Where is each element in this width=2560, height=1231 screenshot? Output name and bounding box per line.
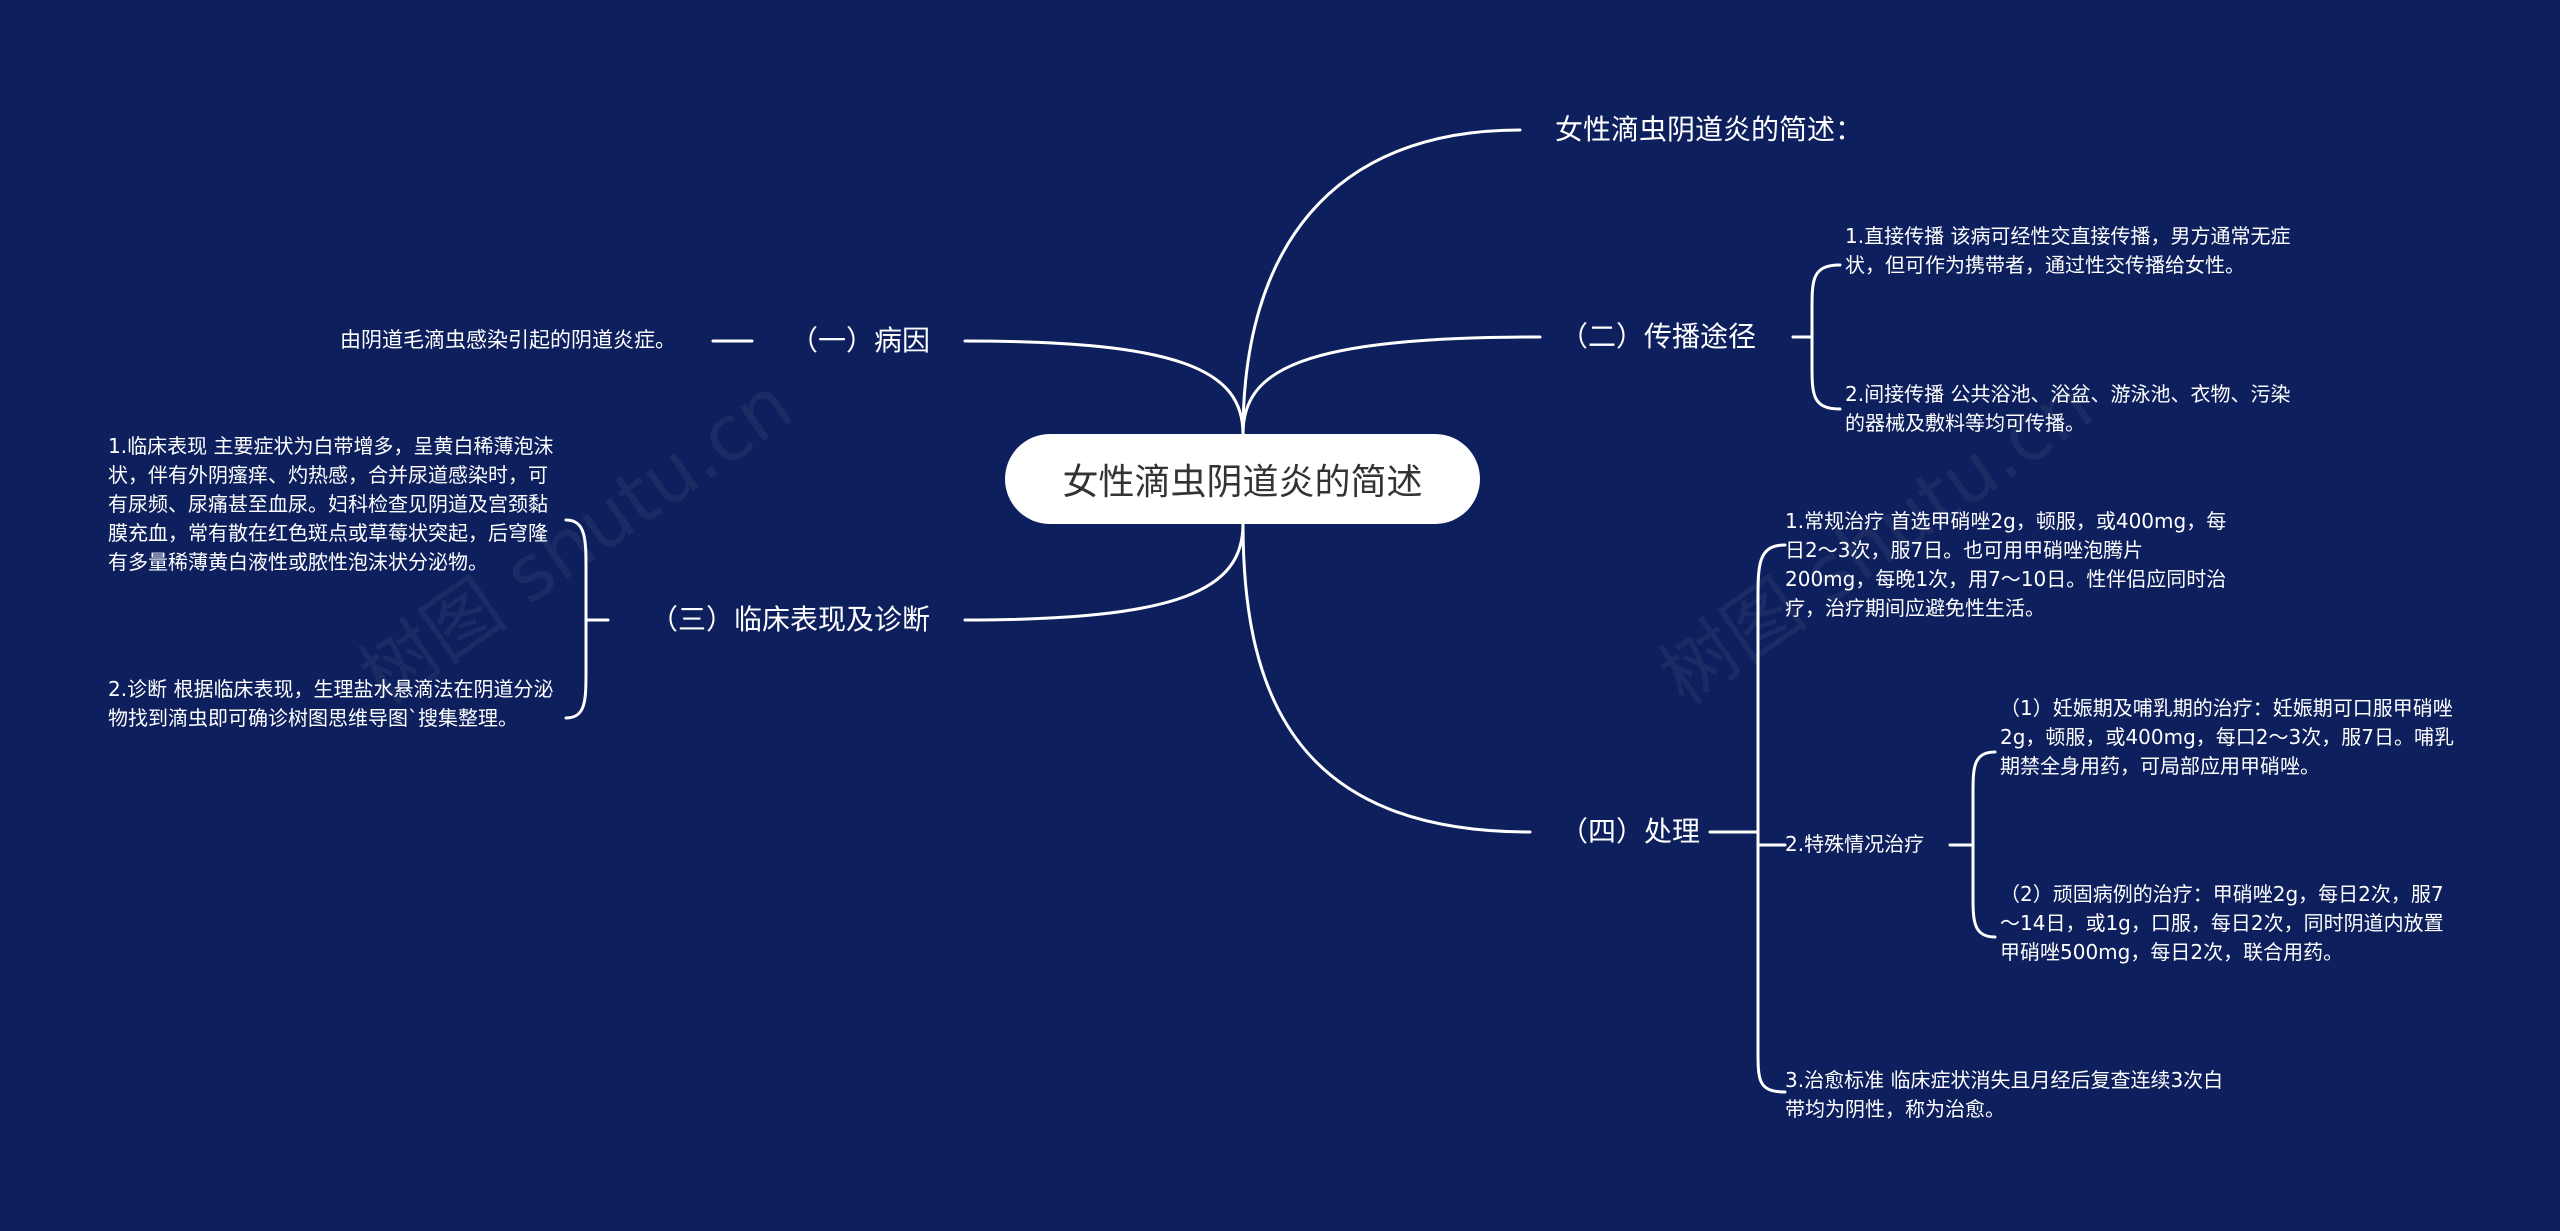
clinical-item-1[interactable]: 1.临床表现 主要症状为白带增多，呈黄白稀薄泡沫状，伴有外阴瘙痒、灼热感，合并尿… — [108, 434, 554, 574]
bracket-treatment — [1756, 543, 1787, 1094]
edge-transmission — [1241, 335, 1542, 436]
edge-treatment — [1241, 522, 1532, 834]
bracket-transmission — [1810, 263, 1842, 411]
transmission-item-1[interactable]: 1.直接传播 该病可经性交直接传播，男方通常无症状，但可作为携带者，通过性交传播… — [1845, 224, 2291, 277]
root-node[interactable]: 女性滴虫阴道炎的简述 — [1005, 434, 1480, 524]
branch-cause[interactable]: （一）病因 — [790, 324, 931, 357]
treatment-special-2[interactable]: （2）顽固病例的治疗：甲硝唑2g，每日2次，服7～14日，或1g，口服，每日2次… — [2000, 882, 2444, 964]
treatment-item-3[interactable]: 3.治愈标准 临床症状消失且月经后复查连续3次白带均为阴性，称为治愈。 — [1785, 1068, 2224, 1121]
edge-intro — [1241, 128, 1522, 436]
bracket-special — [1971, 750, 1997, 939]
treatment-item-2[interactable]: 2.特殊情况治疗 — [1785, 832, 1925, 856]
branch-transmission[interactable]: （二）传播途径 — [1560, 320, 1757, 353]
cause-detail[interactable]: 由阴道毛滴虫感染引起的阴道炎症。 — [340, 328, 676, 352]
branch-intro[interactable]: 女性滴虫阴道炎的简述： — [1555, 113, 1864, 146]
edge-cause — [963, 339, 1245, 436]
clinical-item-2[interactable]: 2.诊断 根据临床表现，生理盐水悬滴法在阴道分泌物找到滴虫即可确诊树图思维导图`… — [108, 677, 554, 730]
branch-clinical[interactable]: （三）临床表现及诊断 — [650, 603, 931, 636]
root-title: 女性滴虫阴道炎的简述 — [1062, 462, 1423, 503]
treatment-item-1[interactable]: 1.常规治疗 首选甲硝唑2g，顿服，或400mg，每日2～3次，服7日。也可用甲… — [1785, 509, 2227, 620]
edge-clinical — [963, 522, 1245, 622]
branch-treatment[interactable]: （四）处理 — [1560, 815, 1701, 848]
bracket-clinical — [564, 518, 588, 720]
treatment-special-1[interactable]: （1）妊娠期及哺乳期的治疗：妊娠期可口服甲硝唑2g，顿服，或400mg，每口2～… — [2000, 696, 2454, 778]
transmission-item-2[interactable]: 2.间接传播 公共浴池、浴盆、游泳池、衣物、污染的器械及敷料等均可传播。 — [1845, 382, 2291, 435]
